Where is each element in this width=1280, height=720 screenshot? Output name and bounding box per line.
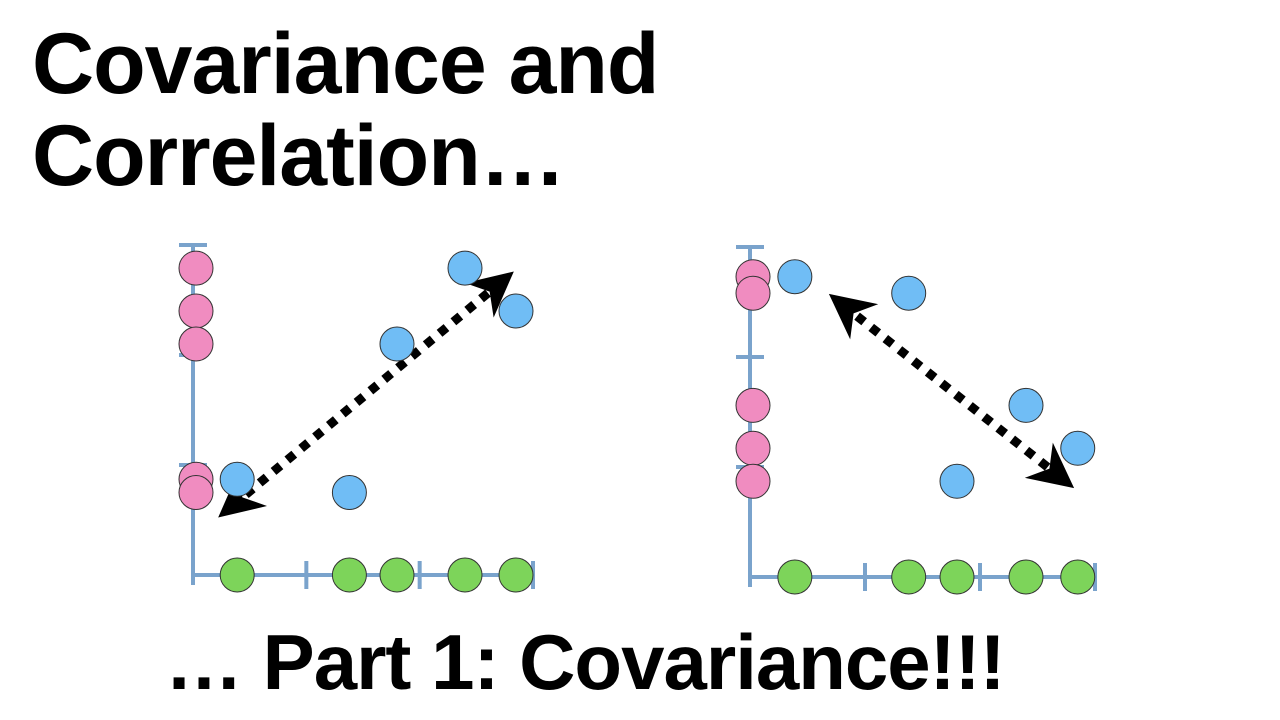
x-data-point [498,557,534,593]
xy-data-point [219,461,255,497]
x-data-point [1060,559,1096,595]
positive-covariance-plot [178,243,535,593]
x-data-point [777,559,813,595]
x-data-point [219,557,255,593]
xy-data-point [939,463,975,499]
subtitle: … Part 1: Covariance!!! [165,618,1006,706]
x-data-point [379,557,415,593]
negative-covariance-plot [735,245,1097,595]
x-data-point [891,559,927,595]
page-title: Covariance and Correlation… [32,16,659,204]
x-data-point [447,557,483,593]
y-data-point [735,387,771,423]
y-data-point [735,463,771,499]
xy-data-point [331,475,367,510]
y-data-point [178,250,214,286]
xy-data-point [1060,430,1096,466]
xy-data-point [447,250,483,286]
y-data-point [735,275,771,311]
y-data-point [178,293,214,329]
title-line-2: Correlation… [32,108,566,204]
xy-data-point [379,326,415,362]
x-data-point [939,559,975,595]
x-data-point [331,557,367,593]
double-arrow [218,271,514,518]
xy-data-point [498,293,534,329]
y-data-point [178,326,214,362]
xy-data-point [891,275,927,311]
xy-data-point [777,259,813,295]
y-data-point [178,475,214,510]
x-data-point [1008,559,1044,595]
title-line-1: Covariance and [32,16,659,112]
y-data-point [735,430,771,466]
xy-data-point [1008,387,1044,423]
